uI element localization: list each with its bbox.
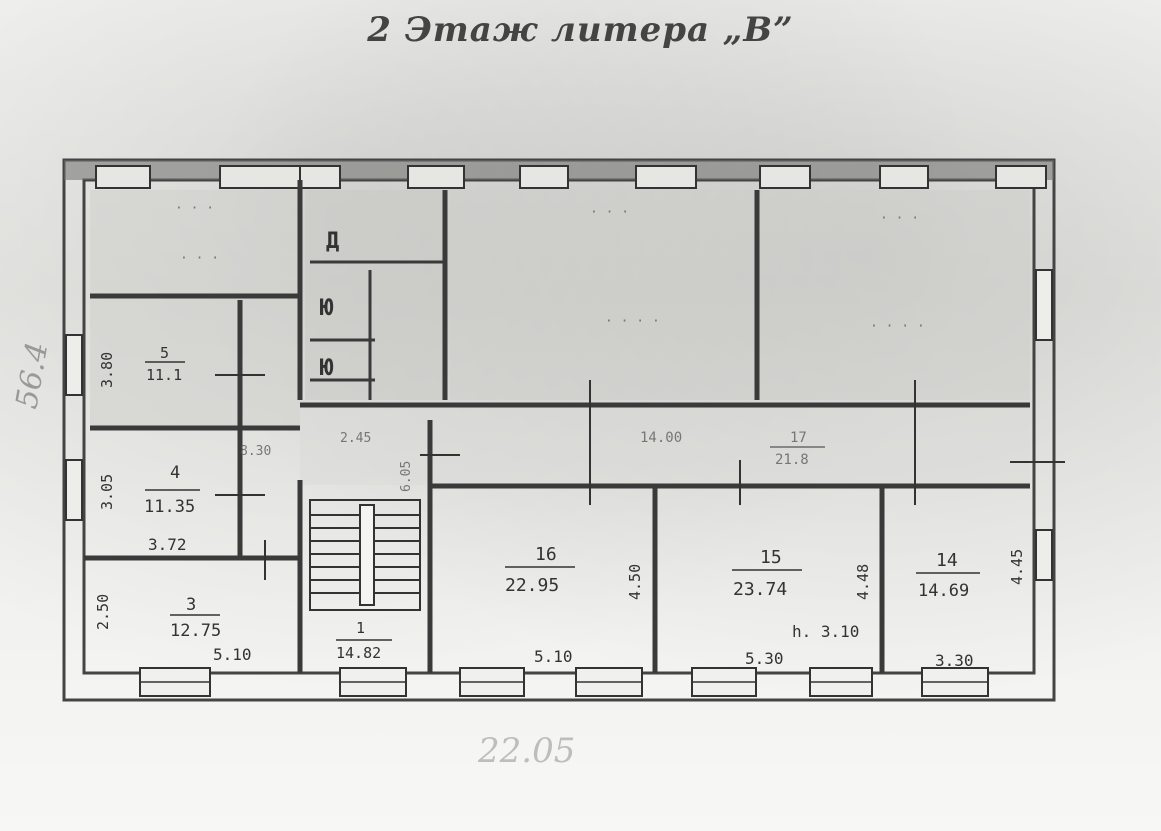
wc-mark: Д xyxy=(326,229,339,254)
floor-plan-title: 2 Этаж литера „В” xyxy=(367,10,794,50)
room-area: 12.75 xyxy=(170,621,221,641)
dimension-ticks xyxy=(215,374,1065,580)
ceiling-height-label: h. 3.10 xyxy=(792,622,859,641)
dimension-label: 3.80 xyxy=(98,352,116,388)
dimension-label: 4.50 xyxy=(626,564,644,600)
wc-partitions xyxy=(310,260,445,400)
interior-walls xyxy=(84,180,1030,673)
room-number: 16 xyxy=(535,544,557,565)
dimension-label: 3.05 xyxy=(98,474,116,510)
ghost-handwritten-note: 22.05 xyxy=(477,731,575,771)
room-area: 14.82 xyxy=(336,644,381,662)
dimension-label: 3.30 xyxy=(935,651,974,670)
room-area: 11.1 xyxy=(146,366,182,384)
dimension-label: 6.05 xyxy=(399,461,414,492)
room-number: 1 xyxy=(356,619,365,637)
svg-text:· · ·: · · · xyxy=(590,205,629,220)
staircase xyxy=(309,499,421,611)
room-area: 23.74 xyxy=(733,579,787,600)
dimension-label: 5.10 xyxy=(534,647,573,666)
room-area: 11.35 xyxy=(144,497,195,517)
dimension-label: 2.50 xyxy=(94,594,112,630)
room-number: 14 xyxy=(936,550,958,571)
room-number: 17 xyxy=(790,430,807,446)
wc-mark: Ю xyxy=(320,296,334,321)
dimension-label: 14.00 xyxy=(640,430,682,446)
room-number: 15 xyxy=(760,547,782,568)
dimension-label: 4.45 xyxy=(1008,549,1026,585)
dimension-label: 8.30 xyxy=(240,444,271,459)
room-area: 22.95 xyxy=(505,575,559,596)
wc-mark: Ю xyxy=(320,356,334,381)
dimension-label: 2.45 xyxy=(340,431,371,446)
room-area: 21.8 xyxy=(775,452,809,468)
room-area: 14.69 xyxy=(918,581,969,601)
svg-text:· · · ·: · · · · xyxy=(870,319,925,334)
upper-rooms-shading xyxy=(90,190,1030,485)
illegible-upper-labels: · · · · · · · · · · · · · · · · · · · · xyxy=(175,201,925,334)
room-number: 4 xyxy=(170,463,180,483)
svg-text:· · ·: · · · xyxy=(175,201,214,216)
side-windows xyxy=(65,269,1053,581)
room-number: 3 xyxy=(186,595,196,615)
svg-text:· · ·: · · · xyxy=(880,211,919,226)
dimension-label: 5.30 xyxy=(745,649,784,668)
top-windows xyxy=(95,165,1047,189)
svg-text:· · ·: · · · xyxy=(180,251,219,266)
svg-text:· · · ·: · · · · xyxy=(605,314,660,329)
margin-handwritten-note: 56.4 xyxy=(9,340,55,412)
dimension-label: 4.48 xyxy=(854,564,872,600)
room-number: 5 xyxy=(160,344,169,362)
dimension-label: 3.72 xyxy=(148,535,187,554)
dimension-label: 5.10 xyxy=(213,645,252,664)
